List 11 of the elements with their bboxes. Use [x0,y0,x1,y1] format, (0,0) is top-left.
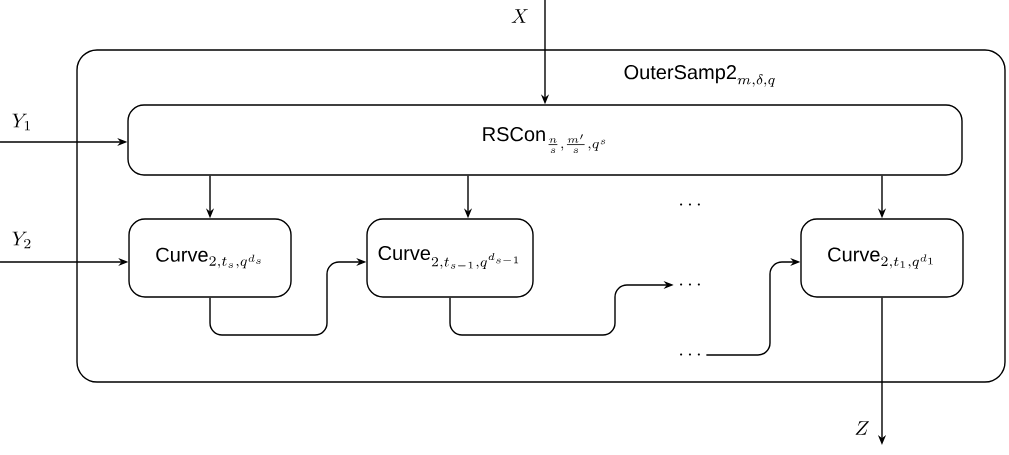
edge-label: $Y_2$ [12,231,31,249]
curve-box: $\textsf{Curve}_{2,t_1,q^{d_1}}$ [800,218,964,298]
edge-label: $Z$ [855,421,869,435]
process-box: $\textsf{RSCon}_{\frac{n}{s},\frac{m'}{s},q^s}$ [127,104,963,176]
curve-box: $\textsf{Curve}_{2,t_s,q^{d_s}}$ [128,218,292,298]
ellipsis: $\cdots$ [680,203,700,206]
edge-label: $X$ [511,9,528,23]
ellipsis: $\cdots$ [680,283,700,286]
ellipsis: $\cdots$ [680,353,700,356]
curve-box: $\textsf{Curve}_{2,t_{s-1},q^{d_{s-1}}}$ [366,218,534,298]
edge-label: $Y_1$ [12,113,30,131]
